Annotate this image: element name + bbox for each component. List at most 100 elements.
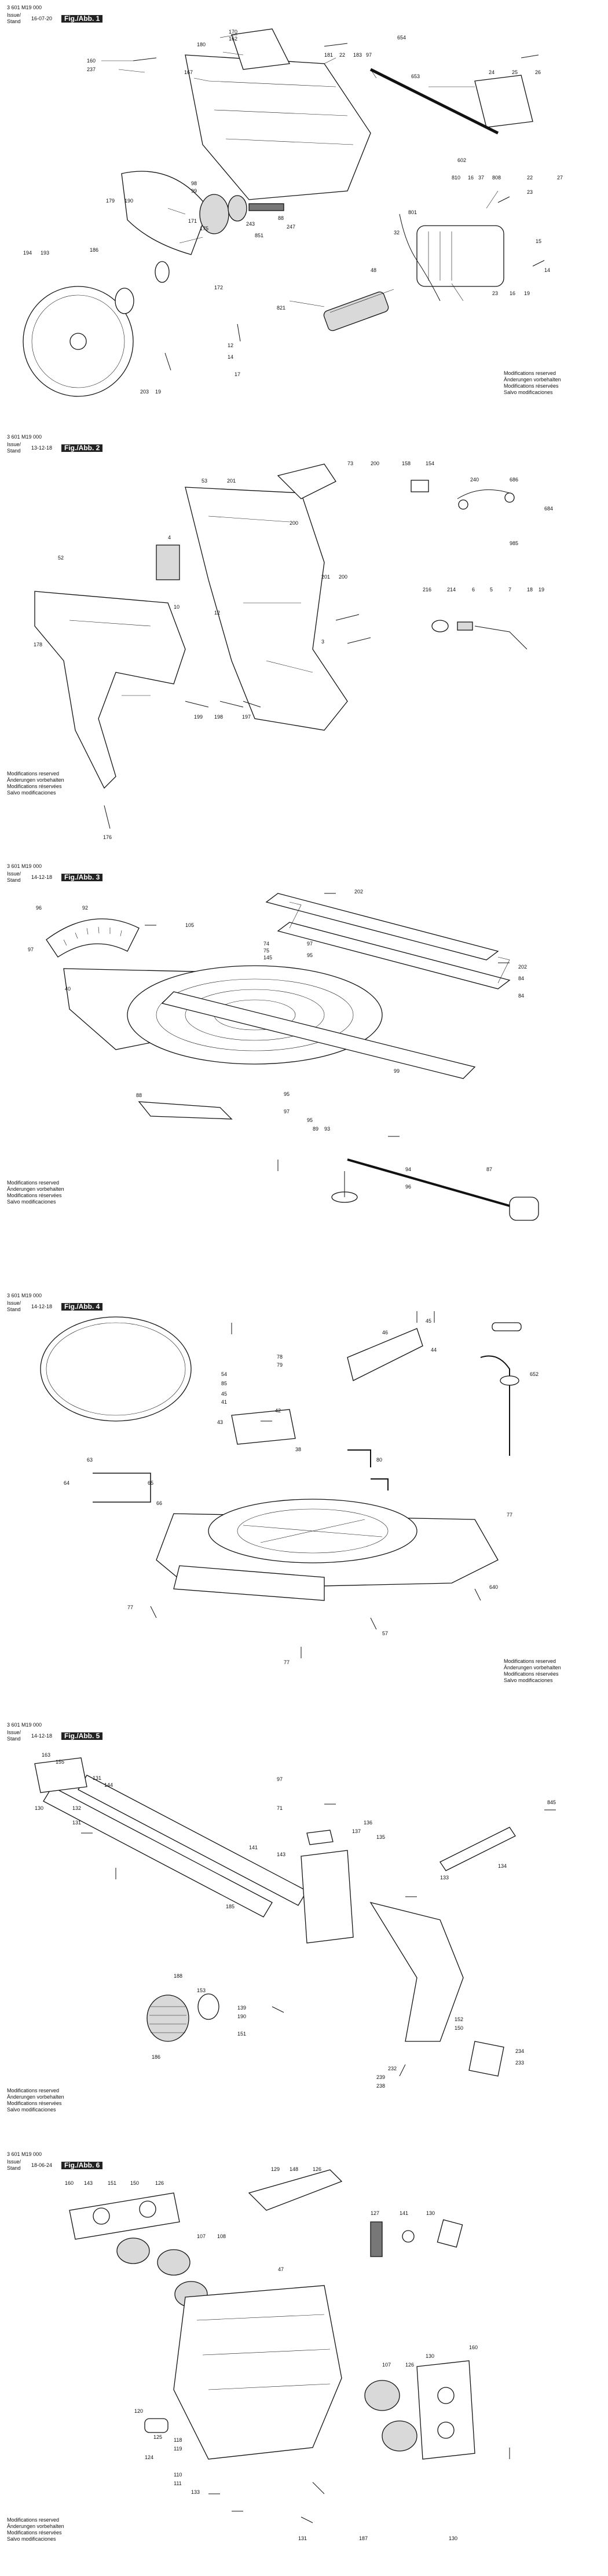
- callout-label: 175: [200, 226, 208, 231]
- bushing: [116, 2238, 150, 2264]
- figure-label: Fig./Abb. 5: [61, 1732, 103, 1740]
- plate-hole: [93, 2207, 110, 2225]
- callout-label: 96: [405, 1184, 411, 1190]
- outer-flange: [115, 288, 134, 314]
- callout-label: 75: [263, 948, 269, 954]
- callout-label: 187: [359, 2535, 368, 2541]
- hex-key: [347, 1449, 371, 1467]
- callout-label: 821: [277, 305, 285, 311]
- callout-label: 144: [104, 1782, 113, 1788]
- callout-label: 74: [263, 941, 269, 947]
- callout-label: 125: [153, 2434, 162, 2440]
- exploded-view-1: 160 237 170 162 167 180 181 22 183 97 65…: [23, 28, 563, 397]
- lock-knob: [144, 2418, 169, 2433]
- carry-handle: [248, 2169, 343, 2211]
- callout-label: 66: [156, 1500, 162, 1506]
- callout-label: 199: [194, 714, 203, 720]
- base-spokes: [243, 1519, 383, 1543]
- callout-label: 132: [72, 1805, 81, 1811]
- callout-label: 126: [313, 2166, 321, 2172]
- callout-label: 130: [35, 1805, 43, 1811]
- brush-wire: [474, 625, 528, 650]
- callout-label: 190: [237, 2014, 246, 2019]
- callout-label: 98: [191, 181, 197, 186]
- wire-loop: [457, 489, 510, 499]
- callout-label: 202: [518, 964, 527, 970]
- callout-label: 63: [87, 1457, 93, 1463]
- callout-label: 48: [371, 267, 376, 273]
- callout-label: 160: [65, 2180, 74, 2186]
- callout-label: 84: [518, 993, 524, 999]
- callout-label: 133: [191, 2489, 200, 2495]
- terminal: [504, 492, 515, 503]
- callout-label: 45: [426, 1318, 431, 1324]
- callout-label: 238: [376, 2083, 385, 2089]
- extension-rail: [277, 922, 511, 989]
- lock-knob: [509, 1197, 539, 1221]
- callout-label: 94: [405, 1166, 411, 1172]
- callout-label: 77: [284, 1659, 290, 1665]
- callout-label: 131: [93, 1775, 101, 1781]
- callout-label: 193: [41, 250, 49, 256]
- figure-label: Fig./Abb. 3: [61, 873, 103, 881]
- callout-label: 158: [402, 461, 411, 466]
- leader-lines: [101, 34, 499, 307]
- rail-plate: [69, 2192, 180, 2240]
- callout-label: 239: [376, 2074, 385, 2080]
- callout-label: 200: [371, 461, 379, 466]
- bushing: [157, 2249, 191, 2276]
- issue-date: 16-07-20: [31, 15, 53, 21]
- spindle: [248, 203, 284, 211]
- callout-label: 197: [242, 714, 251, 720]
- figure-label: Fig./Abb. 4: [61, 1302, 103, 1311]
- callout-label: 137: [352, 1828, 361, 1834]
- callout-label: 5: [490, 587, 493, 593]
- belt-ring: [40, 1316, 192, 1422]
- callout-label: 153: [197, 1988, 206, 1993]
- stand-label: Issue/ Stand: [7, 12, 21, 24]
- figure-label: Fig./Abb. 1: [61, 14, 103, 23]
- armature: [323, 291, 389, 332]
- handle-top: [231, 28, 290, 70]
- callout-label: 654: [397, 35, 406, 41]
- callout-label: 19: [539, 587, 544, 593]
- callout-label: 80: [376, 1457, 382, 1463]
- doc-number: 3 601 M19 000: [7, 5, 42, 10]
- callout-label: 152: [455, 2016, 463, 2022]
- fence-left: [231, 1409, 296, 1445]
- plate-hole: [437, 2387, 455, 2404]
- callout-label: 78: [277, 1354, 283, 1360]
- motor-housing: [416, 225, 504, 287]
- callout-label: 7: [508, 587, 511, 593]
- figure-label: Fig./Abb. 2: [61, 444, 103, 452]
- callout-label: 240: [470, 477, 479, 483]
- callout-label: 15: [536, 238, 541, 244]
- slide-rail: [78, 1775, 307, 1906]
- slide-rail: [43, 1786, 273, 1918]
- callout-label: 23: [492, 290, 498, 296]
- callout-label: 95: [307, 952, 313, 958]
- guard-plate: [468, 2041, 504, 2077]
- callout-label: 188: [174, 1973, 182, 1979]
- callout-label: 107: [382, 2362, 391, 2368]
- front-extension: [173, 1565, 325, 1601]
- callout-label: 808: [492, 175, 501, 181]
- callout-label: 110: [174, 2472, 182, 2478]
- handle-shell-left: [34, 591, 186, 789]
- callout-label: 130: [426, 2210, 435, 2216]
- callout-label: 95: [307, 1117, 313, 1123]
- guard-arm: [369, 1901, 464, 2042]
- callout-label: 151: [237, 2031, 246, 2037]
- clamp-pad: [500, 1375, 519, 1386]
- callout-label: 23: [527, 189, 533, 195]
- clamp-knob: [492, 1322, 522, 1331]
- pad: [437, 2219, 463, 2248]
- callout-label: 686: [510, 477, 518, 483]
- callout-label: 139: [237, 2005, 246, 2011]
